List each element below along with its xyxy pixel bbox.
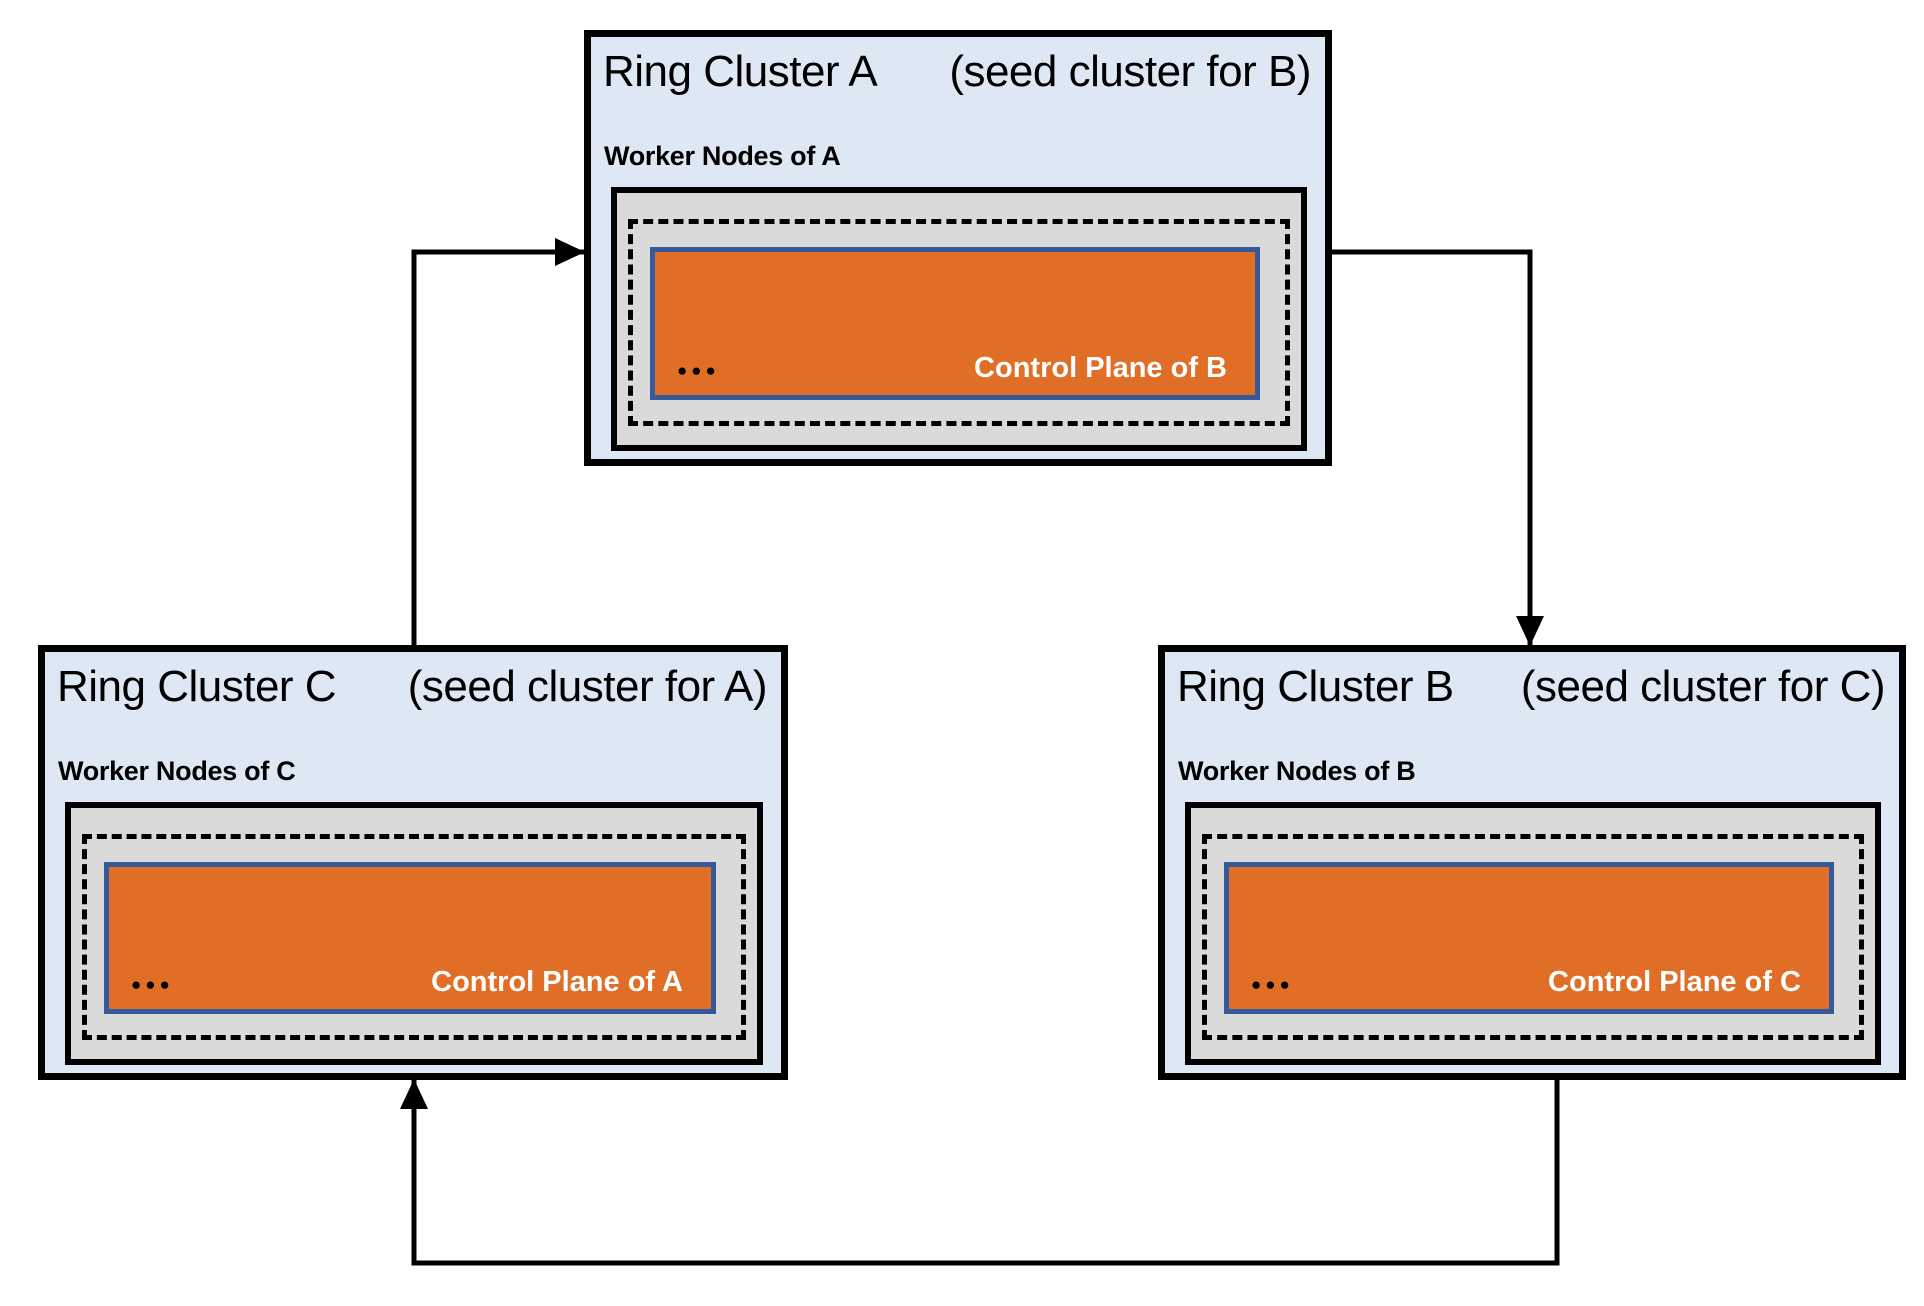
cluster-a-dashed-boundary: ●●● Control Plane of B (628, 219, 1290, 426)
cluster-c-subtitle: (seed cluster for A) (407, 662, 768, 711)
cluster-b-worker-nodes-box: ●●● Control Plane of C (1185, 802, 1881, 1065)
cluster-a-subtitle: (seed cluster for B) (949, 47, 1311, 96)
connector-b-to-c-arrow (400, 1079, 1560, 1266)
ellipsis-dots-icon: ●●● (677, 361, 720, 380)
cluster-a-worker-nodes-box: ●●● Control Plane of B (611, 187, 1307, 451)
cluster-b-dashed-boundary: ●●● Control Plane of C (1202, 834, 1864, 1040)
cluster-a-worker-nodes-label: Worker Nodes of A (604, 141, 841, 171)
cluster-b-title-row: Ring Cluster B (seed cluster for C) (1177, 662, 1886, 713)
cluster-b-box: Ring Cluster B (seed cluster for C) Work… (1158, 645, 1906, 1080)
cluster-a-control-plane-box: ●●● Control Plane of B (650, 247, 1260, 400)
cluster-b-control-plane-label: Control Plane of C (1548, 966, 1801, 999)
ellipsis-dots-icon: ●●● (1251, 975, 1294, 994)
cluster-c-box: Ring Cluster C (seed cluster for A) Work… (38, 645, 788, 1080)
cluster-b-worker-nodes-label: Worker Nodes of B (1178, 756, 1416, 786)
connector-a-to-b-arrow (1332, 249, 1544, 646)
cluster-a-title: Ring Cluster A (603, 47, 878, 96)
cluster-c-worker-nodes-box: ●●● Control Plane of A (65, 802, 763, 1065)
cluster-c-control-plane-label: Control Plane of A (431, 966, 683, 999)
cluster-a-title-row: Ring Cluster A (seed cluster for B) (603, 47, 1311, 98)
cluster-a-control-plane-label: Control Plane of B (974, 352, 1227, 385)
cluster-b-subtitle: (seed cluster for C) (1520, 662, 1886, 711)
cluster-c-title: Ring Cluster C (57, 662, 337, 711)
cluster-b-control-plane-box: ●●● Control Plane of C (1224, 862, 1834, 1014)
cluster-c-control-plane-box: ●●● Control Plane of A (104, 862, 716, 1014)
cluster-c-worker-nodes-label: Worker Nodes of C (58, 756, 296, 786)
cluster-c-title-row: Ring Cluster C (seed cluster for A) (57, 662, 768, 713)
cluster-b-title: Ring Cluster B (1177, 662, 1454, 711)
ellipsis-dots-icon: ●●● (131, 975, 174, 994)
cluster-c-dashed-boundary: ●●● Control Plane of A (82, 834, 746, 1040)
cluster-a-box: Ring Cluster A (seed cluster for B) Work… (584, 30, 1332, 466)
connector-c-to-a-arrow (411, 238, 585, 645)
